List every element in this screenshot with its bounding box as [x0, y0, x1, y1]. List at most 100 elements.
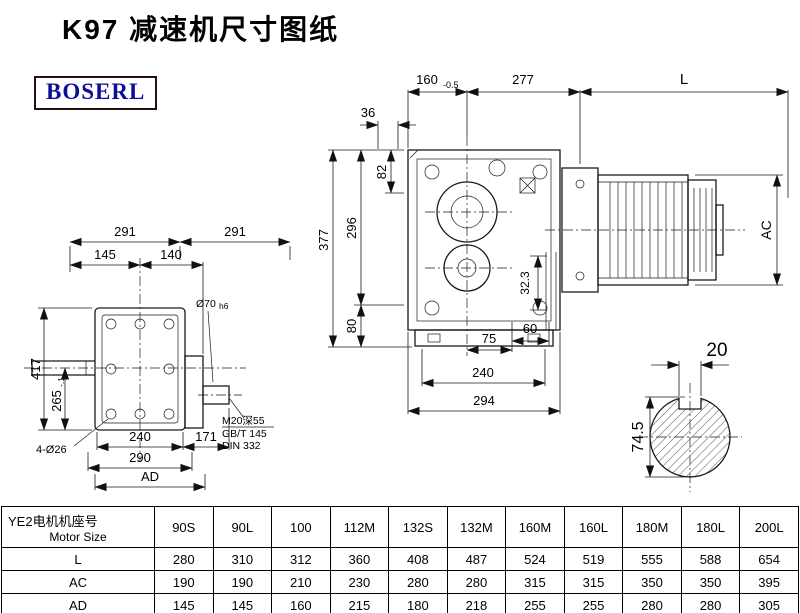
value-cell: 312: [271, 547, 331, 571]
column-header: 90L: [212, 506, 273, 548]
dim-240-label: 240: [472, 365, 494, 380]
value-cell: 255: [505, 593, 565, 613]
dim-417-label: 417: [28, 358, 43, 380]
value-cell: 190: [212, 570, 273, 594]
dim-75-label: 75: [482, 331, 496, 346]
value-cell: 360: [329, 547, 390, 571]
main-view: 160 -0.5 277 L 36 377 296 80 82: [316, 71, 789, 416]
shaft-section: [649, 397, 731, 478]
value-cell: 408: [388, 547, 448, 571]
column-header: 100: [271, 506, 331, 548]
dim-shaft-dia-label: Ø70: [196, 298, 216, 310]
note-standard-din: DIN 332: [222, 440, 261, 452]
dim-171-label: 171: [195, 429, 217, 444]
value-cell: 588: [680, 547, 741, 571]
shaft-section-view: 20 74.5: [630, 340, 742, 492]
column-header: 132S: [388, 506, 448, 548]
dim-60-label: 60: [523, 321, 537, 336]
value-cell: 555: [622, 547, 682, 571]
dim-AD-label: AD: [141, 469, 159, 484]
column-header: 112M: [329, 506, 390, 548]
value-cell: 524: [505, 547, 565, 571]
dim-277-label: 277: [512, 72, 534, 87]
value-cell: 190: [154, 570, 214, 594]
value-cell: 180: [388, 593, 448, 613]
column-header: 132M: [446, 506, 507, 548]
value-cell: 519: [563, 547, 624, 571]
dim-shaft-fit-label: h6: [219, 301, 229, 311]
header-motor-size-cn: YE2电机机座号: [8, 513, 98, 529]
dim-36-label: 36: [361, 105, 375, 120]
dim-160-tolerance: -0.5: [443, 80, 459, 90]
value-cell: 280: [680, 593, 741, 613]
value-cell: 218: [446, 593, 507, 613]
value-cell: 280: [622, 593, 682, 613]
dim-290-label: 290: [129, 450, 151, 465]
value-cell: 160: [271, 593, 331, 613]
value-cell: 305: [739, 593, 799, 613]
dim-20-label: 20: [706, 340, 727, 361]
dim-82-label: 82: [374, 165, 389, 179]
dim-L-label: L: [680, 71, 688, 88]
dim-265-label: 265: [49, 390, 64, 412]
dim-AC-label: AC: [758, 220, 774, 239]
column-header: 160M: [505, 506, 565, 548]
housing-front-face: [94, 307, 230, 431]
value-cell: 145: [212, 593, 273, 613]
dim-265-tolerance: -.1: [56, 377, 66, 387]
dim-377-label: 377: [316, 229, 331, 251]
dim-145-label: 145: [94, 247, 116, 262]
row-label: L: [1, 547, 155, 571]
value-cell: 280: [154, 547, 214, 571]
value-cell: 310: [212, 547, 273, 571]
dim-140-label: 140: [160, 247, 182, 262]
value-cell: 280: [388, 570, 448, 594]
value-cell: 395: [739, 570, 799, 594]
dim-32.3-label: 32.3: [518, 271, 532, 295]
value-cell: 315: [563, 570, 624, 594]
value-cell: 210: [271, 570, 331, 594]
dim-296-label: 296: [344, 217, 359, 239]
motor-body: [561, 167, 724, 293]
row-label: AC: [1, 570, 155, 594]
header-motor-size-en: Motor Size: [49, 529, 107, 544]
page-title: K97 减速机尺寸图纸: [62, 14, 340, 45]
column-header: 180M: [622, 506, 682, 548]
value-cell: 654: [739, 547, 799, 571]
header-motor-size: YE2电机机座号 Motor Size: [1, 506, 155, 548]
note-thread: M20深55: [222, 415, 265, 427]
dim-294-label: 294: [473, 393, 495, 408]
dim-291b-label: 291: [224, 224, 246, 239]
dim-80-label: 80: [344, 319, 359, 333]
row-label: AD: [1, 593, 155, 613]
column-header: 180L: [680, 506, 741, 548]
dim-160-label: 160: [416, 72, 438, 87]
gearbox-housing: [407, 149, 561, 347]
technical-drawing: 160 -0.5 277 L 36 377 296 80 82: [24, 71, 789, 492]
value-cell: 230: [329, 570, 390, 594]
left-view: 291 291 145 140 Ø70 h6 417 265 -.1 4-Ø26: [24, 224, 291, 492]
value-cell: 315: [505, 570, 565, 594]
column-header: 160L: [563, 506, 624, 548]
value-cell: 487: [446, 547, 507, 571]
dim-240-left-label: 240: [129, 429, 151, 444]
value-cell: 215: [329, 593, 390, 613]
note-standard-gb: GB/T 145: [222, 428, 267, 440]
value-cell: 280: [446, 570, 507, 594]
dim-291a-label: 291: [114, 224, 136, 239]
column-header: 200L: [739, 506, 799, 548]
dim-74.5-label: 74.5: [630, 421, 647, 452]
value-cell: 255: [563, 593, 624, 613]
dim-holes-label: 4-Ø26: [36, 444, 67, 456]
value-cell: 145: [154, 593, 214, 613]
value-cell: 350: [680, 570, 741, 594]
column-header: 90S: [154, 506, 214, 548]
value-cell: 350: [622, 570, 682, 594]
